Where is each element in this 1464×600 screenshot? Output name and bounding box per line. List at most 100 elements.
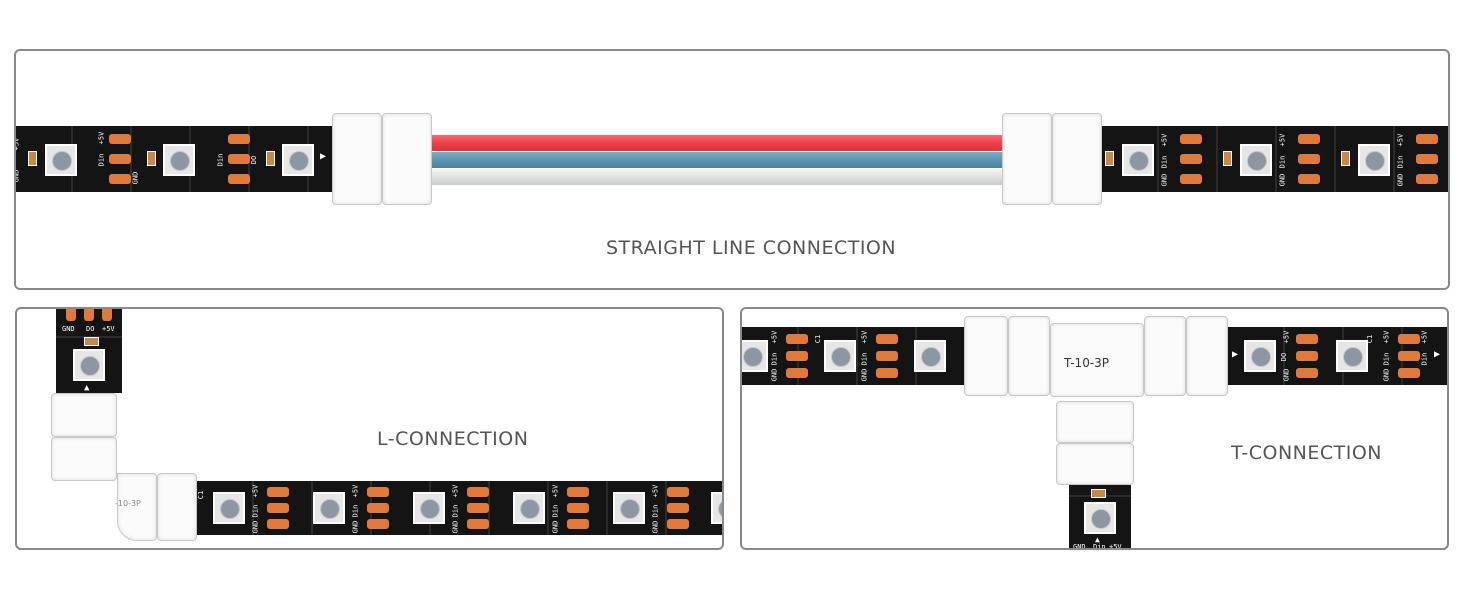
pin-5v-label: +5V [770, 330, 779, 344]
led-strip-vertical: GND DO +5V ▲ [56, 309, 122, 393]
led-chip-icon [282, 144, 314, 176]
solder-pad-icon [267, 487, 289, 497]
pin-do-label: DO [1280, 352, 1289, 362]
pin-din-label: Din [1420, 352, 1429, 366]
led-chip-icon [613, 492, 645, 524]
solder-pad-icon [66, 309, 76, 321]
pin-gnd-label: GND [651, 520, 660, 534]
led-strip-t-bottom: ▲ GND Din +5V [1069, 485, 1131, 550]
l-connector-vertical-b [51, 437, 117, 481]
pin-5v-label: +5V [651, 484, 660, 498]
led-chip-icon [711, 492, 722, 524]
pin-do-label: DO [86, 325, 95, 333]
pin-5v-label: +5V [351, 484, 360, 498]
resistor-icon [84, 337, 99, 346]
pin-din-label: Din [551, 504, 560, 518]
resistor-icon [28, 151, 37, 166]
wire-blue [432, 152, 1002, 168]
pin-din-label: Din [251, 504, 260, 518]
pin-5v-label: +5V [1396, 133, 1405, 147]
solder-pad-icon [109, 154, 131, 164]
solder-pad-icon [467, 519, 489, 529]
pin-din-label: Din [451, 504, 460, 518]
pin-gnd-label: GND [1278, 173, 1287, 187]
pin-do-label: DO [250, 155, 259, 165]
pin-din-label: Din [351, 504, 360, 518]
solder-pad-icon [1416, 134, 1438, 144]
pin-gnd-label: GND [62, 325, 75, 333]
solder-pad-icon [84, 309, 94, 321]
direction-arrow-icon: ▶ [320, 151, 327, 162]
t-connector-left-a [964, 316, 1008, 396]
cap-label: C1 [197, 490, 206, 500]
solder-pad-icon [1398, 334, 1420, 344]
pin-5v-label: +5V [1420, 330, 1429, 344]
pin-gnd-label: GND [251, 520, 260, 534]
pin-gnd-label: GND [351, 520, 360, 534]
led-chip-icon [163, 144, 195, 176]
solder-pad-icon [876, 334, 898, 344]
resistor-icon [1091, 489, 1106, 498]
t-connector-bottom-a [1056, 401, 1134, 443]
t-connector-right-a [1144, 316, 1186, 396]
cap-label: C1 [814, 334, 823, 344]
solder-pad-icon [228, 134, 250, 144]
pin-gnd-label: GND [131, 171, 140, 185]
t-connection-caption: T-CONNECTION [1231, 442, 1383, 464]
solder-pad-icon [267, 519, 289, 529]
pin-gnd-label: GND [1073, 543, 1086, 550]
straight-connection-caption: STRAIGHT LINE CONNECTION [606, 237, 897, 259]
l-connection-caption: L-CONNECTION [377, 428, 529, 450]
led-chip-icon [1122, 144, 1154, 176]
led-strip-horizontal: C1 +5V Din GND +5V Din GND +5V Din GND [197, 481, 722, 535]
solder-pad-icon [367, 503, 389, 513]
solder-pad-icon [567, 519, 589, 529]
t-connector-right-b [1186, 316, 1228, 396]
solder-pad-icon [786, 334, 808, 344]
solder-pad-icon [1180, 134, 1202, 144]
pin-din-label: Din [1278, 155, 1287, 169]
resistor-icon [147, 151, 156, 166]
solder-pad-icon [102, 309, 112, 321]
led-chip-icon [1084, 502, 1116, 534]
pin-gnd-label: GND [860, 368, 869, 382]
led-chip-icon [824, 340, 856, 372]
solder-pad-icon [228, 154, 250, 164]
resistor-icon [1105, 151, 1114, 166]
led-chip-icon [313, 492, 345, 524]
pin-5v-label: +5V [1278, 133, 1287, 147]
solder-pad-icon [1180, 154, 1202, 164]
solder-pad-icon [1398, 351, 1420, 361]
l-connector-vertical-a [51, 393, 117, 437]
pin-din-label: Din [1396, 155, 1405, 169]
led-chip-icon [513, 492, 545, 524]
pin-5v-label: +5V [102, 325, 115, 333]
solder-pad-icon [667, 519, 689, 529]
connector-right-a [1002, 113, 1052, 205]
pin-5v-label: +5V [1109, 543, 1122, 550]
solder-pad-icon [1296, 368, 1318, 378]
direction-arrow-icon: ▶ [1232, 349, 1239, 360]
led-chip-icon [413, 492, 445, 524]
connector-right-b [1052, 113, 1102, 205]
pin-din-label: Din [1382, 352, 1391, 366]
pin-5v-label: +5V [16, 137, 21, 151]
pin-5v-label: +5V [860, 330, 869, 344]
led-strip-t-right: ▶ +5V DO GND C1 +5V Din GND +5V Din ▶ [1228, 327, 1447, 385]
straight-connection-panel: +5V GND C1 Din +5V GND Din DO ▶ [14, 49, 1450, 290]
pin-5v-label: +5V [1282, 330, 1291, 344]
t-connection-panel: +5V Din GND C1 +5V Din GND T-10-3P ▶ [740, 307, 1449, 550]
solder-pad-icon [1296, 351, 1318, 361]
pin-din-label: Din [1093, 543, 1106, 550]
t-connector-label: T-10-3P [1064, 356, 1110, 370]
solder-pad-icon [467, 503, 489, 513]
led-chip-icon [1240, 144, 1272, 176]
pin-gnd-label: GND [1396, 173, 1405, 187]
pin-5v-label: +5V [1382, 330, 1391, 344]
pin-5v-label: +5V [1160, 133, 1169, 147]
resistor-icon [1341, 151, 1350, 166]
direction-arrow-icon: ▶ [1434, 349, 1441, 360]
solder-pad-icon [228, 174, 250, 184]
solder-pad-icon [1296, 334, 1318, 344]
solder-pad-icon [667, 487, 689, 497]
